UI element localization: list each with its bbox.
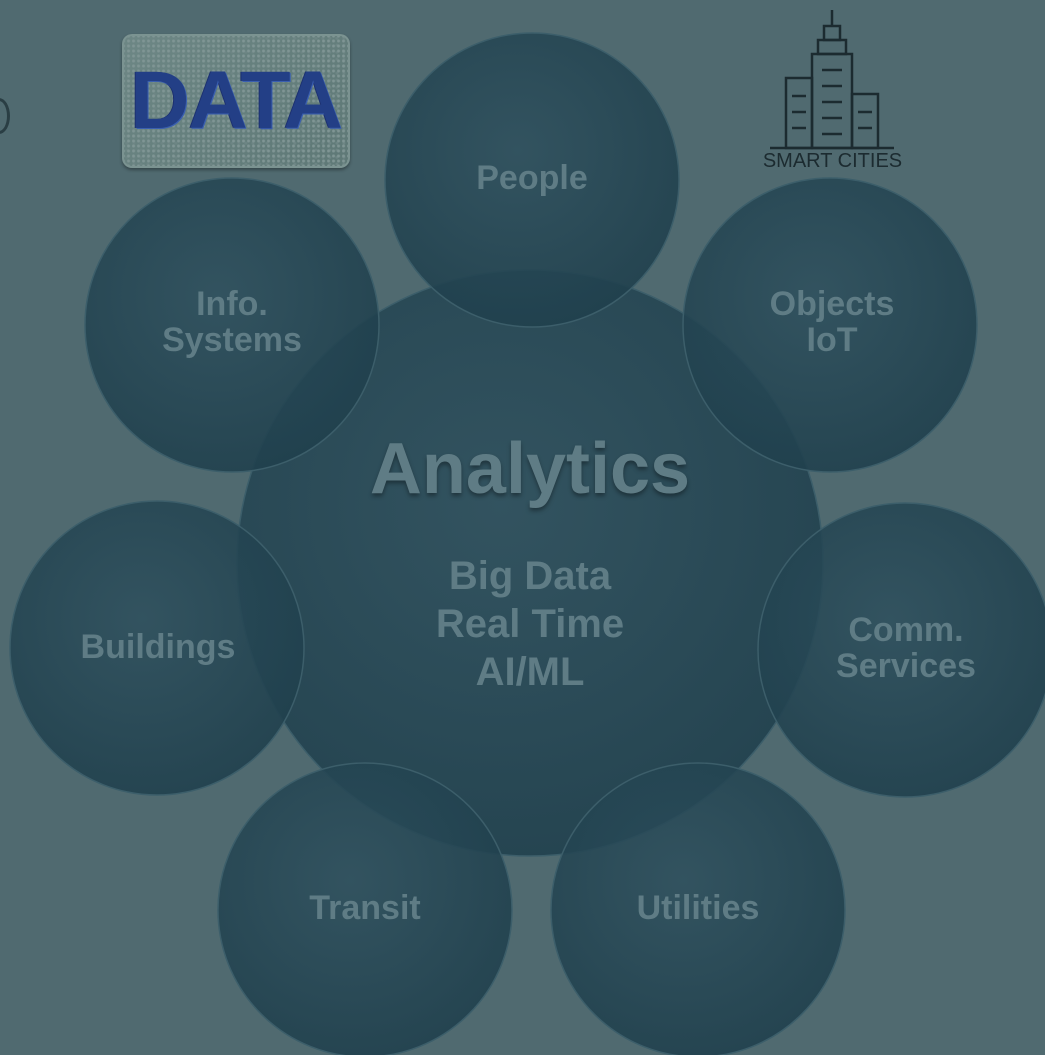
satellite-label-comm-services: Comm. Services — [836, 611, 976, 685]
data-logo: DATA — [122, 34, 350, 168]
satellite-label-info-systems: Info. Systems — [162, 285, 302, 359]
satellite-circle-info-systems — [84, 177, 380, 473]
satellite-circle-people — [384, 32, 680, 328]
hub-title: Analytics — [369, 429, 691, 509]
satellite-circle-comm-services — [757, 502, 1045, 798]
satellite-label-people: People — [476, 159, 588, 197]
satellite-label-objects-iot: Objects IoT — [769, 285, 895, 359]
hub-subtitle: Big Data Real Time AI/ML — [435, 554, 625, 694]
satellite-circle-objects-iot — [682, 177, 978, 473]
satellite-circle-buildings — [9, 500, 305, 796]
satellite-label-transit: Transit — [309, 889, 421, 927]
smart-cities-label: SMART CITIES — [762, 150, 903, 172]
satellite-circle-transit — [217, 762, 513, 1055]
satellite-label-buildings: Buildings — [80, 628, 236, 666]
skyscraper-icon — [770, 10, 894, 150]
satellite-circle-utilities — [550, 762, 846, 1055]
satellite-label-utilities: Utilities — [636, 889, 760, 927]
data-logo-text: DATA — [130, 55, 343, 146]
